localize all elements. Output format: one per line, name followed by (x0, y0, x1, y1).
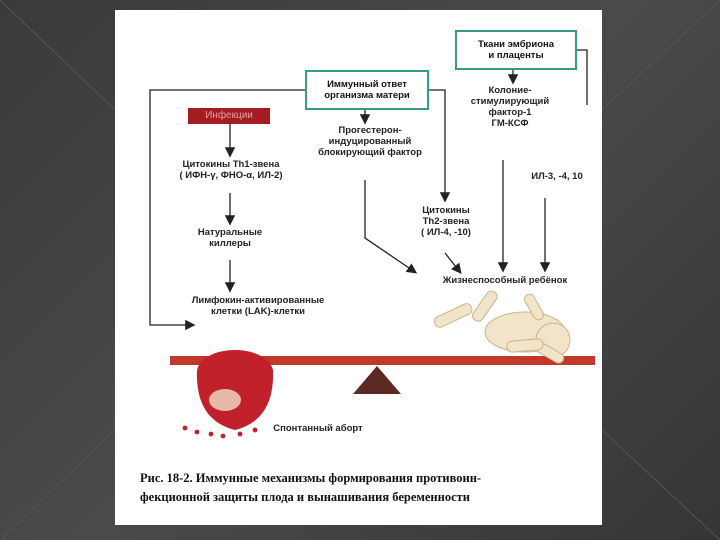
infection-box: Инфекции (188, 108, 270, 124)
fulcrum (353, 366, 401, 394)
viable-child-label: Жизнеспособный ребёнок (442, 276, 568, 286)
th1-cytokines-label: Цитокины Th1-звена( ИФН-γ, ФНО-α, ИЛ-2) (179, 159, 283, 181)
maternal-response-box: Иммунный ответ организма матери (305, 70, 429, 110)
abortion-illustration (182, 350, 274, 439)
il3-label: ИЛ-3, -4, 10 (531, 171, 583, 182)
figure-caption: Рис. 18-2. Иммунные механизмы формирован… (140, 471, 482, 504)
baby-illustration (433, 290, 571, 364)
figure-card: Ткани эмбриона и плаценты Иммунный ответ… (115, 10, 602, 525)
embryo-tissue-box: Ткани эмбриона и плаценты (455, 30, 577, 70)
spontaneous-abortion-label: Спонтанный аборт (273, 423, 363, 434)
diagram-arrows (149, 49, 595, 439)
balance-beam (170, 356, 595, 365)
